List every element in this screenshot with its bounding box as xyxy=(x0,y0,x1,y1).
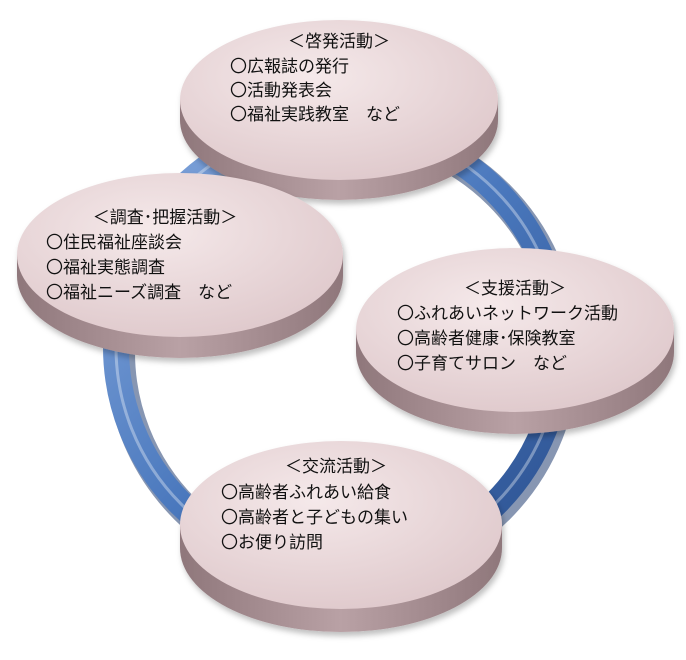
disc-keihatsu-top xyxy=(180,20,498,180)
node-kouryu-item: 〇高齢者ふれあい給食 xyxy=(221,483,391,503)
node-keihatsu-item: 〇福祉実践教室 など xyxy=(230,105,400,125)
node-shien-item: 〇ふれあいネットワーク活動 xyxy=(397,304,618,324)
node-kouryu-item: 〇お便り訪問 xyxy=(221,533,323,553)
node-keihatsu-item: 〇広報誌の発行 xyxy=(230,57,349,77)
node-keihatsu-item: 〇活動発表会 xyxy=(230,81,332,101)
node-kouryu-item: 〇高齢者と子どもの集い xyxy=(221,508,408,528)
disc-chousa xyxy=(17,173,343,358)
disc-shien xyxy=(356,248,674,434)
node-shien-title: ＜支援活動＞ xyxy=(464,279,566,299)
node-chousa-item: 〇福祉実態調査 xyxy=(46,258,165,278)
node-keihatsu-title: ＜啓発活動＞ xyxy=(288,32,390,52)
node-chousa-title: ＜調査･把握活動＞ xyxy=(92,208,238,228)
node-chousa-item: 〇福祉ニーズ調査 など xyxy=(46,283,233,303)
disc-kouryu xyxy=(180,441,502,632)
node-kouryu-title: ＜交流活動＞ xyxy=(285,457,387,477)
disc-kouryu-top xyxy=(180,441,502,609)
disc-shien-top xyxy=(356,248,674,412)
node-chousa-item: 〇住民福祉座談会 xyxy=(46,233,182,253)
disc-keihatsu xyxy=(180,20,498,200)
node-shien-item: 〇子育てサロン など xyxy=(397,354,567,374)
node-shien-item: 〇高齢者健康･保険教室 xyxy=(397,329,576,349)
disc-chousa-top xyxy=(17,173,343,337)
